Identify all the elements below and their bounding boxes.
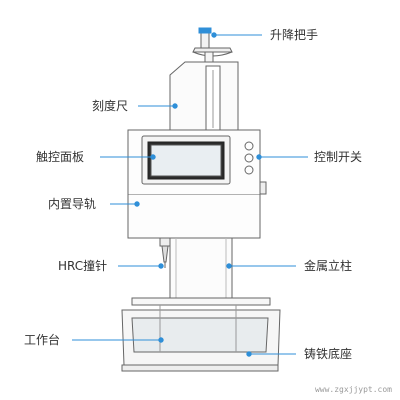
hrc-needle-drawing xyxy=(159,237,171,268)
watermark-text: www.zgxjjypt.com xyxy=(314,385,392,394)
handwheel xyxy=(192,27,233,65)
upper-column xyxy=(169,61,239,141)
label-control-switch: 控制开关 xyxy=(314,150,363,164)
base-drawing xyxy=(121,297,281,372)
label-metal-column: 金属立柱 xyxy=(304,259,353,273)
label-lift-handle: 升降把手 xyxy=(270,28,319,42)
label-touch-panel: 触控面板 xyxy=(36,150,85,164)
label-worktable: 工作台 xyxy=(24,333,61,347)
column-drawing xyxy=(169,237,233,299)
label-inner-rail: 内置导轨 xyxy=(48,197,97,211)
label-cast-iron-base: 铸铁底座 xyxy=(304,347,353,361)
label-scale-ruler: 刻度尺 xyxy=(92,99,129,113)
main-body xyxy=(127,129,267,239)
label-hrc-needle: HRC撞针 xyxy=(58,259,108,273)
